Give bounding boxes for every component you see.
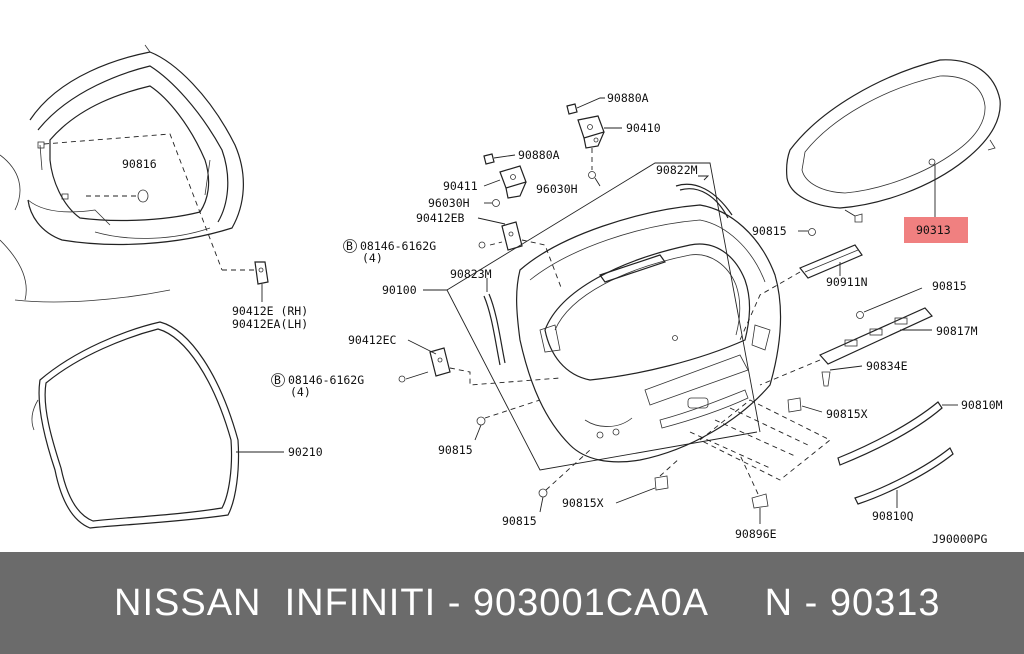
hinge-mid-90411 (483, 153, 527, 199)
label-90817m: 90817M (936, 324, 978, 338)
back-glass-90313 (786, 59, 1001, 209)
hinge-bracket-90412ec (429, 347, 451, 377)
caption-text: NISSAN INFINITI - 903001CA0A N - 90313 (114, 581, 941, 624)
label-bolt-1-qty: (4) (362, 251, 383, 265)
label-90823m: 90823M (450, 267, 492, 281)
bolt-symbol-2-letter: B (274, 373, 281, 387)
label-90822m: 90822M (656, 163, 698, 177)
diagram-code: J90000PG (932, 532, 987, 546)
label-bolt-1-code: 08146-6162G (360, 239, 436, 253)
bolt-symbol-2 (271, 373, 285, 387)
label-90411: 90411 (443, 179, 478, 193)
label-bolt-2-code: 08146-6162G (288, 373, 364, 387)
label-90210: 90210 (288, 445, 323, 459)
label-90412ea-lh: 90412EA(LH) (232, 317, 308, 331)
bolt-symbol-1 (343, 239, 357, 253)
body-opening-illustration (0, 44, 244, 303)
label-90100: 90100 (382, 283, 417, 297)
label-90815x-bottom: 90815X (562, 496, 604, 510)
label-90880a-top: 90880A (607, 91, 649, 105)
back-door-90100 (516, 204, 782, 463)
hinge-bracket-90412e (254, 261, 269, 285)
label-90810q: 90810Q (872, 509, 914, 523)
label-90880a-mid: 90880A (518, 148, 560, 162)
label-90313: 90313 (916, 223, 951, 237)
label-90815-left: 90815 (438, 443, 473, 457)
highlight-box-90313 (904, 217, 968, 243)
label-90816: 90816 (122, 157, 157, 171)
hinge-upper-90410 (566, 103, 605, 149)
caption-bar: NISSAN INFINITI - 903001CA0A N - 90313 (0, 552, 1024, 654)
label-90911n: 90911N (826, 275, 868, 289)
label-bolt-2-qty: (4) (290, 385, 311, 399)
label-90815x-right: 90815X (826, 407, 868, 421)
label-90896e: 90896E (735, 527, 777, 541)
parts-diagram: B B 90816 90412E (RH) 90412EA(LH) 90210 … (0, 44, 1003, 546)
label-90810m: 90810M (961, 398, 1003, 412)
label-96030h-left: 96030H (428, 196, 470, 210)
label-90412eb: 90412EB (416, 211, 465, 225)
label-90815-bottom: 90815 (502, 514, 537, 528)
label-90815-right: 90815 (932, 279, 967, 293)
weatherstrip-90210 (31, 321, 240, 529)
label-90412ec: 90412EC (348, 333, 397, 347)
hinge-bracket-90412eb (501, 221, 523, 251)
label-90815-upper: 90815 (752, 224, 787, 238)
bolt-symbol-1-letter: B (346, 239, 353, 253)
label-90412e-rh: 90412E (RH) (232, 304, 308, 318)
label-96030h-right: 96030H (536, 182, 578, 196)
parts-diagram-svg: B B 90816 90412E (RH) 90412EA(LH) 90210 … (0, 44, 1003, 546)
label-90834e: 90834E (866, 359, 908, 373)
label-90410: 90410 (626, 121, 661, 135)
